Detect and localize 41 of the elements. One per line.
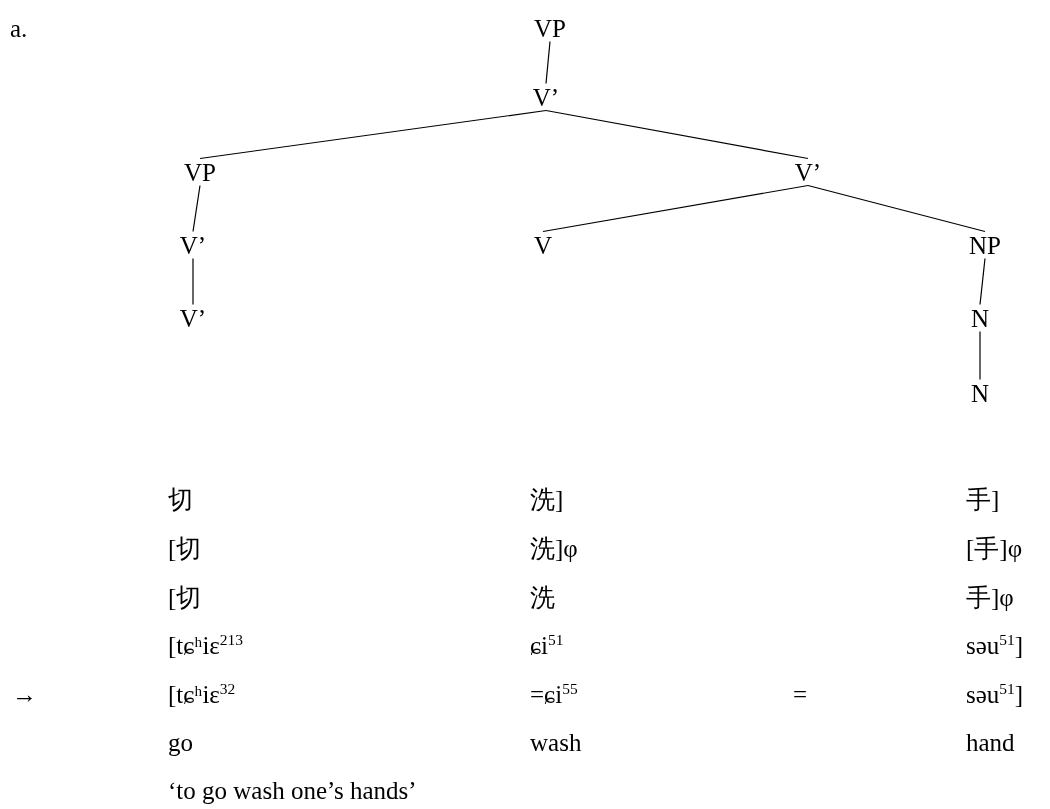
gloss-text: 洗]φ (530, 535, 578, 561)
gloss-text: [切 (168, 584, 202, 610)
gloss-text: go (168, 729, 193, 755)
gloss-text: [手]φ (966, 535, 1023, 561)
tree-branch (545, 109, 809, 160)
gloss-text: 手]φ (966, 584, 1014, 610)
tree-branch (542, 184, 809, 233)
gloss-text: səu$^{51}$] (966, 632, 1024, 658)
gloss-text: 手] (966, 486, 1000, 512)
tree-branch (979, 330, 981, 381)
tree-branch (807, 184, 986, 233)
tree-node-label: V’ (532, 84, 560, 110)
tree-branch (192, 257, 194, 306)
gloss-text: hand (966, 729, 1015, 755)
gloss-text: = (793, 681, 808, 707)
tree-branch (979, 257, 986, 306)
tree-node-label: N (970, 305, 990, 331)
gloss-text: =ɕi$^{55}$ (530, 681, 578, 707)
tree-branch (192, 184, 201, 233)
tree-node-label: NP (969, 232, 1001, 258)
tree-node-label: VP (534, 15, 566, 41)
tree-node-label: V (533, 232, 553, 258)
tree-node-label: V’ (179, 232, 207, 258)
gloss-text: ɕi$^{51}$ (530, 632, 564, 658)
tree-node-label: V’ (179, 305, 207, 331)
tree-branch (199, 109, 547, 160)
tree-node-label: N (970, 380, 990, 406)
gloss-text: [tɕʰiɛ$^{213}$ (168, 632, 244, 658)
gloss-text: 洗 (530, 584, 555, 610)
gloss-text: wash (530, 729, 582, 755)
gloss-text: 切 (168, 486, 193, 512)
tree-node-label: VP (184, 159, 216, 185)
gloss-text: [tɕʰiɛ$^{32}$ (168, 681, 236, 707)
gloss-text: → (12, 681, 37, 707)
gloss-text: səu$^{51}$] (966, 681, 1024, 707)
gloss-text: ‘to go wash one’s hands’ (168, 777, 417, 803)
example-letter: a. (10, 15, 28, 41)
gloss-text: 洗] (530, 486, 564, 512)
tree-node-label: V’ (794, 159, 822, 185)
gloss-text: [切 (168, 535, 202, 561)
tree-branch (545, 40, 551, 85)
